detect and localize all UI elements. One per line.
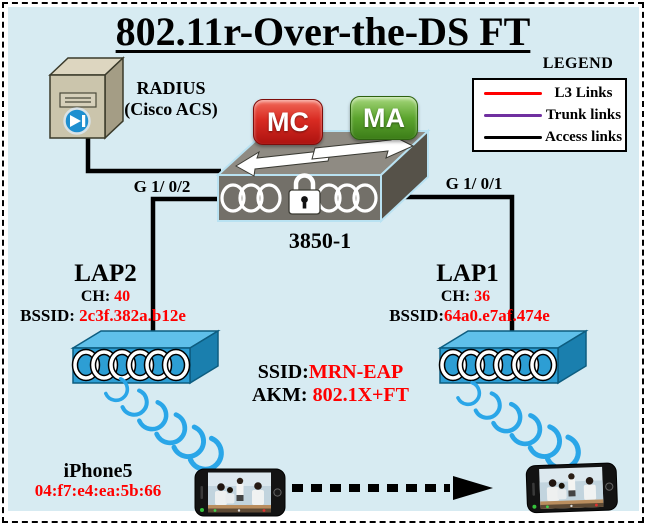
- ssid-label: SSID:: [257, 361, 309, 383]
- legend-box: L3 Links Trunk links Access links: [472, 78, 627, 152]
- legend-item-access: Access links: [474, 127, 625, 147]
- legend-item-l3: L3 Links: [474, 83, 625, 103]
- legend-label: Trunk links: [545, 106, 622, 123]
- trunk-link-sample: [484, 113, 542, 117]
- ma-badge: MA: [350, 96, 418, 140]
- bssid-value: 64a0.e7af.474e: [444, 306, 550, 325]
- channel-value: 36: [474, 288, 491, 305]
- channel-label: CH:: [440, 288, 475, 305]
- akm-value: 802.1X+FT: [312, 384, 409, 406]
- port-label-g101: G 1/ 0/1: [445, 174, 503, 193]
- wlan-info: SSID:MRN-EAP AKM: 802.1X+FT: [228, 361, 433, 407]
- chain-links-icon: [75, 352, 187, 378]
- radius-label-line2: (Cisco ACS): [124, 99, 218, 119]
- lap2-name: LAP2: [74, 260, 137, 287]
- lap2-access-point-icon: [70, 329, 221, 385]
- chain-links-icon: [220, 183, 378, 213]
- client-smartphone-icon: [194, 468, 286, 517]
- lap1-wireless-signal-icon: [455, 380, 584, 475]
- lap1-bssid: BSSID:64a0.e7af.474e: [382, 306, 557, 326]
- legend-label: Access links: [544, 128, 623, 145]
- legend-item-trunk: Trunk links: [474, 105, 625, 125]
- wlan-ssid-row: SSID:MRN-EAP: [228, 361, 433, 384]
- client-mac: 04:f7:e4:ea:5b:66: [34, 481, 162, 500]
- lap1-name: LAP1: [436, 260, 499, 287]
- page-title: 802.11r-Over-the-DS FT: [115, 9, 531, 54]
- port-label-g102: G 1/ 0/2: [133, 177, 191, 196]
- akm-label: AKM:: [252, 384, 313, 406]
- wlan-akm-row: AKM: 802.1X+FT: [228, 384, 433, 407]
- radius-server-icon: [48, 56, 125, 140]
- channel-value: 40: [114, 288, 131, 305]
- legend-label: L3 Links: [554, 84, 613, 101]
- radius-server-label: RADIUS (Cisco ACS): [112, 78, 230, 120]
- access-links: [85, 138, 515, 337]
- switch-3850-icon: [215, 128, 431, 224]
- lap2-bssid: BSSID: 2c3f.382a.b12e: [8, 306, 198, 326]
- ssid-value: MRN-EAP: [308, 361, 404, 383]
- lock-icon: [288, 173, 321, 215]
- client-name: iPhone5: [63, 460, 133, 482]
- access-link-sample: [484, 135, 542, 139]
- lap1-channel: CH: 36: [418, 288, 513, 306]
- bssid-label: BSSID:: [389, 306, 445, 325]
- chain-links-icon: [442, 352, 554, 378]
- mc-badge: MC: [253, 99, 323, 145]
- home-button-icon: [273, 488, 282, 497]
- bssid-value: 2c3f.382a.b12e: [79, 306, 186, 325]
- bssid-label: BSSID:: [20, 306, 80, 325]
- channel-label: CH:: [80, 288, 115, 305]
- legend-title: LEGEND: [542, 55, 614, 72]
- l3-link-sample: [484, 91, 542, 95]
- lap1-access-link: [404, 194, 515, 334]
- radius-access-link: [85, 138, 221, 174]
- home-button-icon: [605, 482, 614, 491]
- server-slot: [59, 92, 97, 108]
- roam-arrow: [292, 476, 493, 500]
- lap2-channel: CH: 40: [58, 288, 153, 306]
- lap1-access-point-icon: [437, 329, 589, 385]
- roamed-smartphone-icon: [525, 462, 618, 514]
- switch-name: 3850-1: [288, 228, 352, 253]
- radius-label-line1: RADIUS: [136, 78, 206, 98]
- lap2-access-link: [150, 196, 222, 337]
